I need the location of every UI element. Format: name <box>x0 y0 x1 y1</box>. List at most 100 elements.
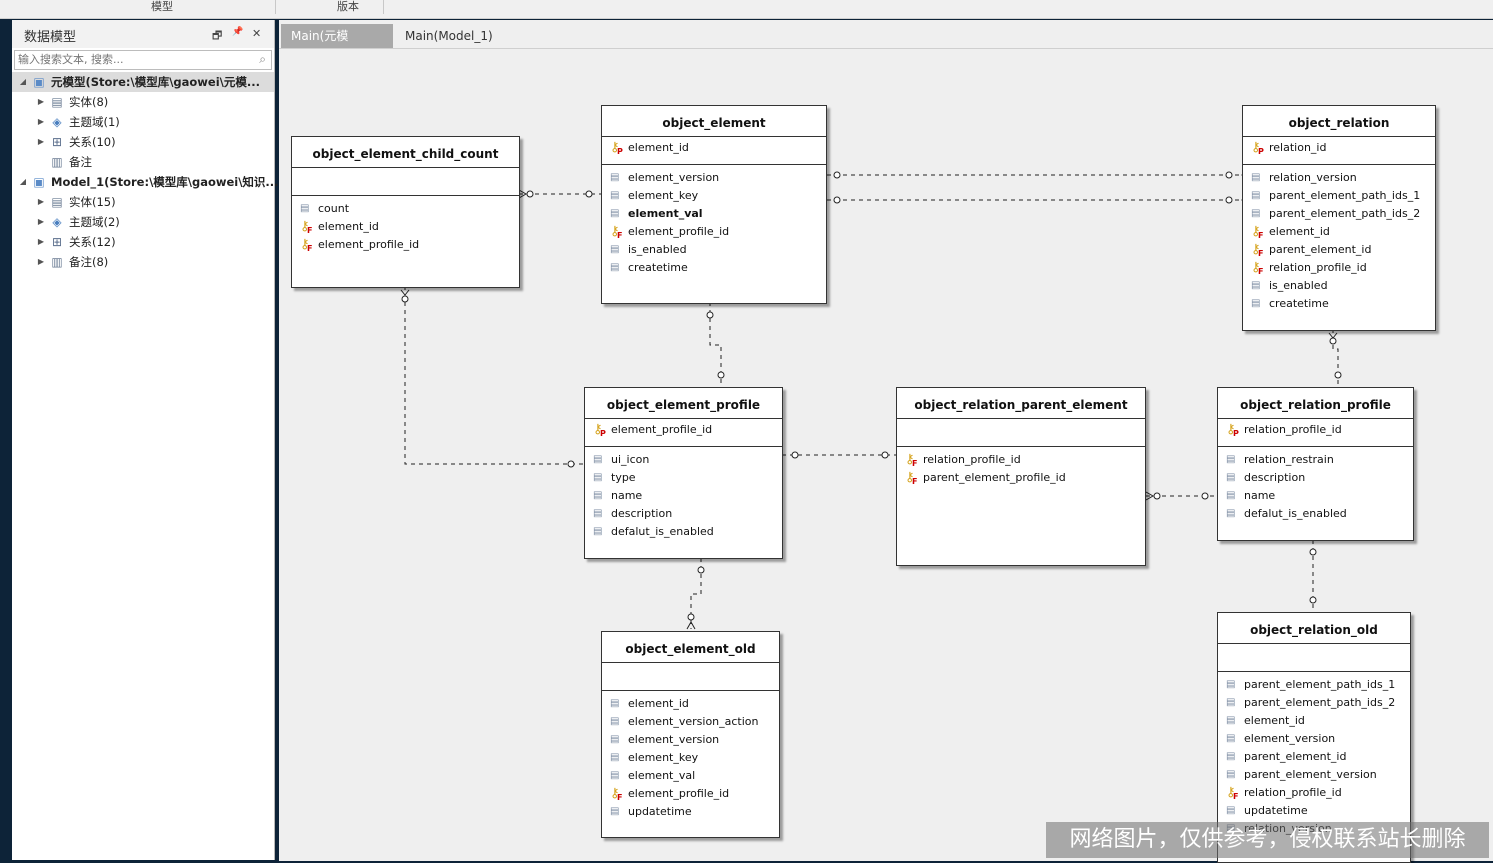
entity-column[interactable]: ▤parent_element_version <box>1218 766 1410 784</box>
optional-end-marker <box>1309 548 1317 556</box>
column-icon: ▤ <box>610 752 620 763</box>
search-icon[interactable]: ⌕ <box>259 52 266 66</box>
column-name: element_val <box>628 207 703 220</box>
panel-header: 数据模型 🗗 📌 ✕ <box>12 20 274 48</box>
entity-object-element-old[interactable]: object_element_old▤element_id▤element_ve… <box>601 631 780 838</box>
ribbon-group-model: 模型 <box>151 0 173 13</box>
collapse-icon[interactable]: ◢ <box>19 77 27 86</box>
entity-column[interactable]: ▤element_val <box>602 767 779 785</box>
column-name: updatetime <box>1244 804 1308 817</box>
foreign-key-icon: ⚷F <box>1226 785 1239 801</box>
tree-node[interactable]: ▶▥备注(8) <box>12 252 274 272</box>
tree-node[interactable]: ▶◈主题域(1) <box>12 112 274 132</box>
column-name: ui_icon <box>611 453 650 466</box>
tree-node[interactable]: ◢▣Model_1(Store:\模型库\gaowei\知识... <box>12 172 279 192</box>
entity-column[interactable]: ▤count <box>292 200 519 218</box>
entity-column[interactable]: ▤parent_element_path_ids_2 <box>1218 694 1410 712</box>
entity-column[interactable]: ▤description <box>1218 469 1413 487</box>
entity-object-relation-old[interactable]: object_relation_old▤parent_element_path_… <box>1217 612 1411 863</box>
entity-column[interactable]: ▤parent_element_id <box>1218 748 1410 766</box>
entity-column[interactable]: ▤element_version <box>1218 730 1410 748</box>
tree-node[interactable]: ▶⊞关系(10) <box>12 132 274 152</box>
optional-end-marker <box>1153 492 1161 500</box>
tree-node[interactable]: ▥备注 <box>12 152 274 172</box>
expand-icon[interactable]: ▶ <box>37 237 45 246</box>
optional-end-marker <box>717 371 725 379</box>
entity-column[interactable]: ▤name <box>1218 487 1413 505</box>
entity-column[interactable]: ▤element_val <box>602 205 826 223</box>
entity-column[interactable]: ▤element_version_action <box>602 713 779 731</box>
restore-icon[interactable]: 🗗 <box>212 29 223 42</box>
column-name: element_id <box>318 220 379 233</box>
tab-main-model-1[interactable]: Main(Model_1) <box>395 24 507 48</box>
expand-icon[interactable]: ▶ <box>37 197 45 206</box>
entity-column[interactable]: ▤updatetime <box>602 803 779 821</box>
entity-column[interactable]: ▤createtime <box>602 259 826 277</box>
entity-column[interactable]: ▤relation_restrain <box>1218 451 1413 469</box>
tree-node[interactable]: ▶⊞关系(12) <box>12 232 274 252</box>
expand-icon[interactable]: ▶ <box>37 257 45 266</box>
primary-key-icon: ⚷P <box>1226 422 1239 438</box>
optional-end-marker <box>567 460 575 468</box>
tree-node[interactable]: ▶◈主题域(2) <box>12 212 274 232</box>
column-name: createtime <box>628 261 688 274</box>
tree-node[interactable]: ▶▤实体(8) <box>12 92 274 112</box>
entity-column[interactable]: ▤element_key <box>602 749 779 767</box>
entity-column[interactable]: ▤is_enabled <box>602 241 826 259</box>
entity-column[interactable]: ▤element_version <box>602 731 779 749</box>
column-name: element_version <box>628 733 720 746</box>
entity-column[interactable]: ▤relation_version <box>1243 169 1435 187</box>
entity-column[interactable]: ▤defalut_is_enabled <box>1218 505 1413 523</box>
tree-node[interactable]: ◢▣元模型(Store:\模型库\gaowei\元模... <box>12 72 274 92</box>
entity-column[interactable]: ▤name <box>585 487 782 505</box>
expand-icon[interactable]: ▶ <box>37 137 45 146</box>
entity-column[interactable]: ▤description <box>585 505 782 523</box>
entity-column[interactable]: ▤parent_element_path_ids_1 <box>1218 676 1410 694</box>
entity-column[interactable]: ▤element_id <box>602 695 779 713</box>
entity-column[interactable]: ▤is_enabled <box>1243 277 1435 295</box>
expand-icon[interactable]: ▶ <box>37 97 45 106</box>
entity-column[interactable]: ▤createtime <box>1243 295 1435 313</box>
entity-column[interactable]: ▤element_version <box>602 169 826 187</box>
expand-icon[interactable]: ▶ <box>37 117 45 126</box>
entity-column[interactable]: ▤parent_element_path_ids_2 <box>1243 205 1435 223</box>
expand-icon[interactable]: ▶ <box>37 217 45 226</box>
collapse-icon[interactable]: ◢ <box>19 177 27 186</box>
tree-node[interactable]: ▶▤实体(15) <box>12 192 274 212</box>
entity-column[interactable]: ▤type <box>585 469 782 487</box>
search-input[interactable] <box>15 51 244 67</box>
entity-column[interactable]: ▤parent_element_path_ids_1 <box>1243 187 1435 205</box>
tab-main-meta-model[interactable]: Main(元模型)✕ <box>281 24 393 67</box>
pin-icon[interactable]: 📌 <box>232 27 244 37</box>
optional-end-marker <box>1329 337 1337 345</box>
entity-column[interactable]: ▤updatetime <box>1218 802 1410 820</box>
close-icon[interactable]: ✕ <box>252 27 262 40</box>
entity-column[interactable]: ▤defalut_is_enabled <box>585 523 782 541</box>
entity-column[interactable]: ▤ui_icon <box>585 451 782 469</box>
entity-column[interactable]: ▤element_key <box>602 187 826 205</box>
column-name: element_id <box>628 697 689 710</box>
entity-column[interactable]: ▤element_id <box>1218 712 1410 730</box>
